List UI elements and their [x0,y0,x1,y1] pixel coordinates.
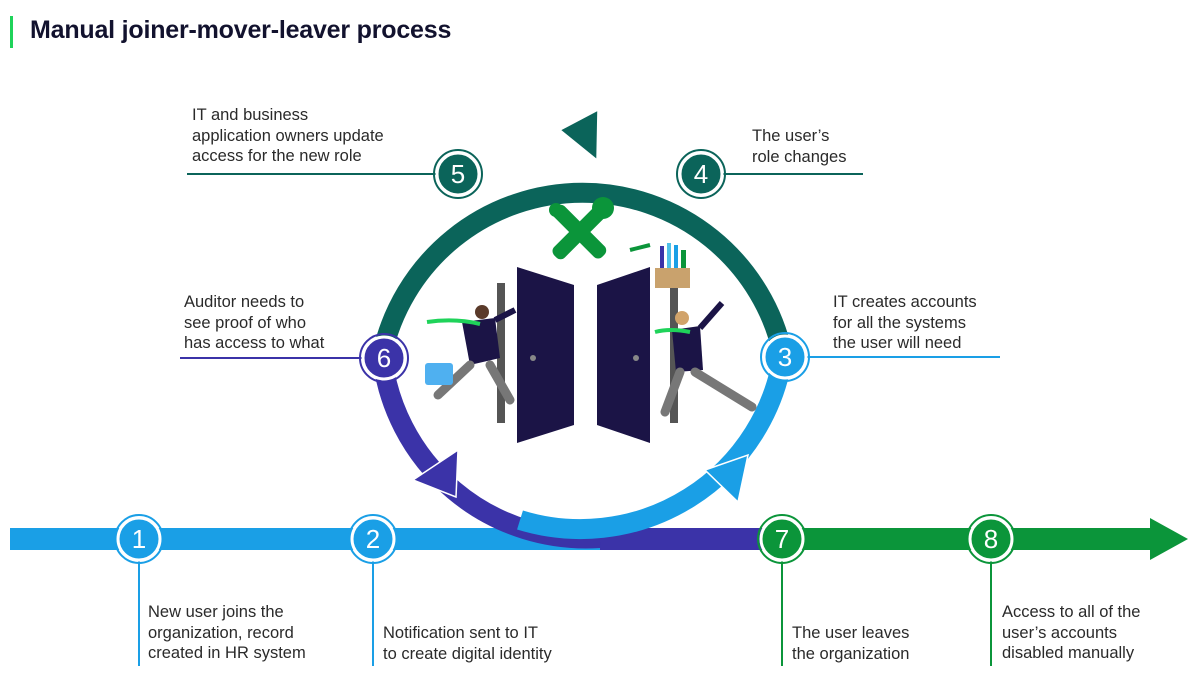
step-number-3: 3 [778,342,792,372]
door-left-icon [497,267,574,443]
step-label-2: Notification sent to IT to create digita… [383,624,552,663]
step-node-6 [359,333,409,383]
step-node-2 [348,514,398,564]
person-leaving-icon [654,301,757,417]
step-node-7 [757,514,807,564]
step-number-8: 8 [984,524,998,554]
briefcase-icon [425,363,453,385]
tools-icon [549,197,614,260]
page-title: Manual joiner-mover-leaver process [30,16,452,44]
step-number-6: 6 [377,343,391,373]
timeline-indigo-segment [600,528,785,550]
arrowhead-left-bottom [411,448,459,499]
step-node-3 [760,332,810,382]
person-joining-icon [426,305,517,405]
step-label-1: New user joins the organization, record … [148,603,306,662]
timeline-arrowhead [1150,518,1188,560]
step-number-2: 2 [366,524,380,554]
cycle-arc-blue [517,353,793,540]
step-label-4: The user’s role changes [752,127,847,166]
step-label-8: Access to all of the user’s accounts dis… [1002,603,1141,662]
title-accent-bar [10,16,13,48]
door-right-icon [597,267,678,443]
step-label-7: The user leaves the organization [792,624,910,663]
step-number-1: 1 [132,524,146,554]
arrowhead-right-bottom [703,453,750,504]
step-label-3: IT creates accounts for all the systems … [833,293,977,352]
step-node-4 [676,149,726,199]
arrowhead-top [558,108,599,162]
step-number-4: 4 [694,159,708,189]
step-label-5: IT and business application owners updat… [192,106,384,165]
step-number-5: 5 [451,159,465,189]
step-node-8 [966,514,1016,564]
step-node-5 [433,149,483,199]
step-label-6: Auditor needs to see proof of who has ac… [184,293,325,352]
step-node-1 [114,514,164,564]
cycle-arc-teal [372,182,793,358]
box-of-belongings-icon [629,243,690,288]
step-number-7: 7 [775,524,789,554]
